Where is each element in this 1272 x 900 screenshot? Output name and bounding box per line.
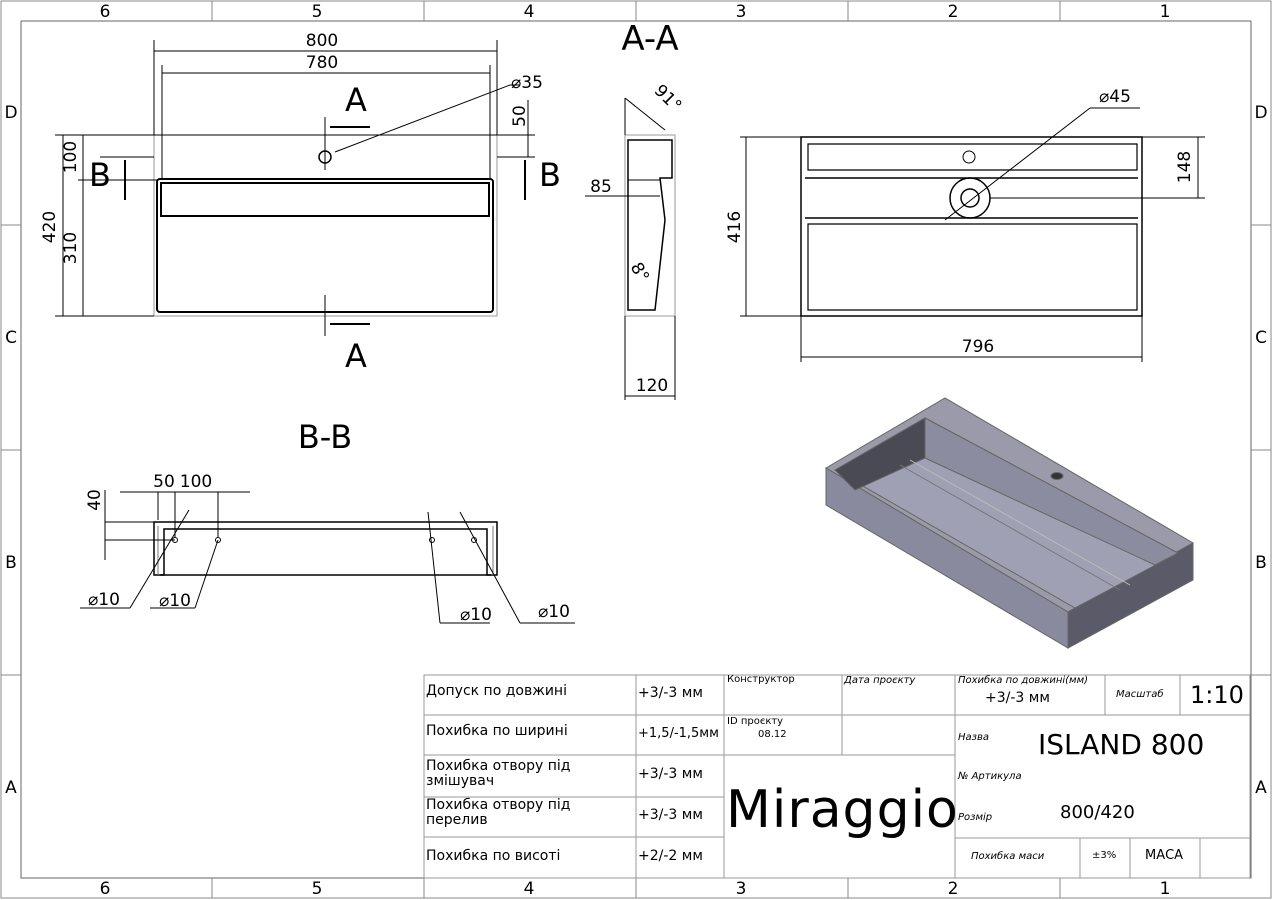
zone-row: C	[5, 328, 17, 348]
zone-col: 6	[100, 879, 111, 899]
dim-120: 120	[636, 376, 668, 396]
dim-100: 100	[61, 141, 81, 173]
product-name: ISLAND 800	[1038, 728, 1205, 761]
project-id-label: ID проєкту	[727, 716, 784, 727]
scale-value: 1:10	[1190, 681, 1244, 709]
dim-hole-10: ⌀10	[538, 602, 570, 622]
isometric-render	[825, 397, 1195, 649]
tolerance-value: +3/-3 мм	[638, 685, 703, 701]
zone-col: 6	[100, 2, 111, 22]
section-bb-title: B-B	[298, 418, 352, 456]
zone-col: 3	[736, 879, 747, 899]
zone-col: 2	[948, 2, 959, 22]
zone-row: D	[4, 103, 17, 123]
length-tol-label: Похибка по довжині(мм)	[958, 675, 1089, 686]
zone-col: 2	[948, 879, 959, 899]
zone-row: A	[1255, 778, 1267, 798]
project-id: 08.12	[758, 729, 787, 740]
cut-label-a: A	[345, 81, 367, 119]
dim-416: 416	[725, 211, 745, 243]
faucet-hole-icon	[962, 150, 976, 164]
cut-label-a: A	[345, 337, 367, 375]
dim-796: 796	[962, 337, 994, 357]
zone-labels: 6 5 4 3 2 1 6 5 4 3 2 1 D C B A D C B A	[4, 2, 1267, 899]
scale-label: Масштаб	[1116, 689, 1164, 700]
section-bb-view: B-B 40 50 100 ⌀10 ⌀10 ⌀10 ⌀10	[80, 418, 575, 625]
tolerance-label: Похибка отвору під перелив	[426, 797, 571, 828]
zone-col: 4	[524, 879, 535, 899]
dim-310: 310	[61, 232, 81, 264]
size-label: Розмір	[958, 812, 993, 823]
tolerance-label: Похибка по ширині	[426, 723, 568, 739]
mass-tol-label: Похибка маси	[971, 851, 1045, 862]
mass-tol: ±3%	[1092, 850, 1117, 861]
tolerance-label: Похибка отвору під змішувач	[426, 758, 571, 789]
zone-row: D	[1254, 103, 1267, 123]
zone-col: 5	[312, 2, 323, 22]
dim-drain-45: ⌀45	[1099, 87, 1131, 107]
zone-col: 5	[312, 879, 323, 899]
dim-420: 420	[40, 211, 60, 243]
name-label: Назва	[958, 732, 989, 743]
dim-100: 100	[180, 472, 212, 492]
zone-col: 1	[1160, 2, 1171, 22]
tolerance-value: +3/-3 мм	[638, 766, 703, 782]
dim-85: 85	[590, 177, 612, 197]
dim-width-780: 780	[306, 53, 338, 73]
tolerance-label: Допуск по довжині	[426, 683, 567, 699]
dim-hole-10: ⌀10	[88, 590, 120, 610]
dim-40: 40	[85, 489, 105, 511]
front-view: 800 780 ⌀35 50 100 420 310 A A B B	[40, 31, 561, 375]
tolerance-value: +3/-3 мм	[638, 807, 703, 823]
cut-label-b: B	[539, 156, 561, 194]
size-value: 800/420	[1060, 802, 1135, 823]
zone-col: 4	[524, 2, 535, 22]
tolerance-value: +2/-2 мм	[638, 848, 703, 864]
designer-label: Конструктор	[727, 674, 795, 685]
dim-hole-10: ⌀10	[460, 605, 492, 625]
tolerance-label: Похибка по висоті	[426, 848, 561, 864]
dim-148: 148	[1175, 151, 1195, 183]
zone-row: C	[1255, 328, 1267, 348]
zone-row: A	[5, 778, 17, 798]
section-aa-title: A-A	[621, 19, 678, 59]
length-tol: +3/-3 мм	[985, 690, 1050, 706]
zone-col: 1	[1160, 879, 1171, 899]
mass-label: МАСА	[1145, 848, 1184, 863]
section-aa-view: A-A 91° 85 8° 120	[585, 19, 685, 400]
zone-row: B	[5, 553, 17, 573]
cut-label-b: B	[89, 156, 111, 194]
dim-hole-35: ⌀35	[511, 73, 543, 93]
dim-hole-10: ⌀10	[159, 591, 191, 611]
zone-col: 3	[736, 2, 747, 22]
date-label: Дата проєкту	[844, 675, 916, 686]
tolerance-value: +1,5/-1,5мм	[638, 726, 719, 741]
brand-logo: Miraggio	[726, 780, 959, 840]
dim-50: 50	[510, 105, 530, 127]
zone-row: B	[1255, 553, 1267, 573]
dim-width-800: 800	[306, 31, 338, 51]
article-label: № Артикула	[958, 771, 1022, 782]
dim-50: 50	[153, 472, 175, 492]
top-view: ⌀45 416 148 796	[725, 87, 1205, 362]
